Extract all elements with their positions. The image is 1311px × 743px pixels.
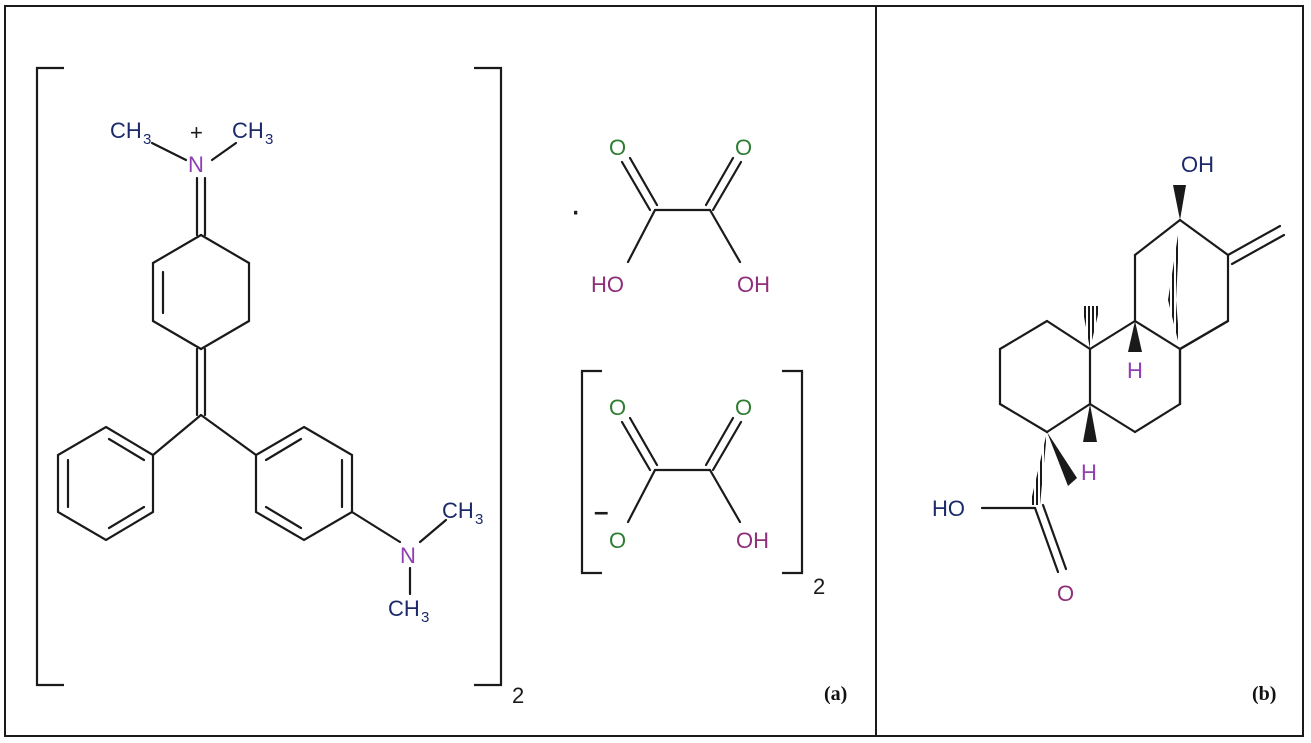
methyl-right-subscript: 3 bbox=[265, 131, 273, 148]
ring-d bbox=[1178, 319, 1230, 406]
anion-bracket-left bbox=[580, 369, 602, 575]
hydrogen-oxalate-anion: 2 O O – O OH bbox=[580, 369, 825, 599]
salt-dot: · bbox=[570, 192, 581, 230]
cation-bracket-left bbox=[35, 66, 64, 687]
methyl-left-subscript: 3 bbox=[143, 131, 151, 148]
oxalic-acid: O O HO OH bbox=[591, 135, 770, 297]
panel-b: OH H H HO O (b) bbox=[932, 152, 1286, 705]
h-lower: H bbox=[1081, 460, 1097, 485]
iminium-nitrogen: N bbox=[188, 152, 204, 177]
figure-frame bbox=[4, 5, 1304, 737]
phenyl-ring bbox=[56, 425, 155, 542]
panel-a: 2 CH 3 CH 3 + N bbox=[35, 66, 847, 708]
cooh-o: O bbox=[1057, 581, 1074, 606]
oxalic-o-left: O bbox=[609, 135, 626, 160]
anion-bracket-right bbox=[782, 369, 804, 575]
anion-charge: – bbox=[594, 496, 608, 526]
ring-a bbox=[998, 319, 1092, 434]
ring-b bbox=[1088, 319, 1182, 434]
anion-oh: OH bbox=[736, 528, 769, 553]
oxalic-o-right: O bbox=[735, 135, 752, 160]
methyl-top-subscript: 3 bbox=[475, 511, 483, 528]
anion-multiplier: 2 bbox=[813, 574, 825, 599]
amine-nitrogen: N bbox=[400, 543, 416, 568]
angular-methyl-hash bbox=[1082, 306, 1100, 349]
cation-multiplier: 2 bbox=[512, 683, 524, 708]
dimethylamino-group: N CH 3 CH 3 bbox=[388, 498, 483, 626]
anion-o-left: O bbox=[609, 395, 626, 420]
panel-b-caption: (b) bbox=[1252, 683, 1276, 705]
ring-c-bridge: OH bbox=[1133, 152, 1286, 351]
panel-a-caption: (a) bbox=[824, 683, 847, 705]
cyclohexadiene-ring bbox=[151, 233, 251, 417]
cation-bracket-right bbox=[474, 66, 503, 687]
carboxylic-acid: HO O bbox=[932, 496, 1074, 606]
cooh-ho: HO bbox=[932, 496, 965, 521]
anion-o-minus: O bbox=[609, 528, 626, 553]
methyl-top-label: CH bbox=[442, 498, 474, 523]
methyl-right-label: CH bbox=[232, 118, 264, 143]
methyl-bottom-label: CH bbox=[388, 596, 420, 621]
methyl-bottom-subscript: 3 bbox=[421, 609, 429, 626]
oxalic-oh-right: OH bbox=[737, 272, 770, 297]
methyl-left-label: CH bbox=[110, 118, 142, 143]
aminophenyl-ring bbox=[254, 425, 402, 544]
h-upper: H bbox=[1127, 358, 1143, 383]
oxalic-oh-left: HO bbox=[591, 272, 624, 297]
anion-o-right: O bbox=[735, 395, 752, 420]
oh-top: OH bbox=[1181, 152, 1214, 177]
iminium-charge: + bbox=[190, 120, 203, 145]
dimethyliminium-group: CH 3 CH 3 + N bbox=[110, 118, 273, 237]
